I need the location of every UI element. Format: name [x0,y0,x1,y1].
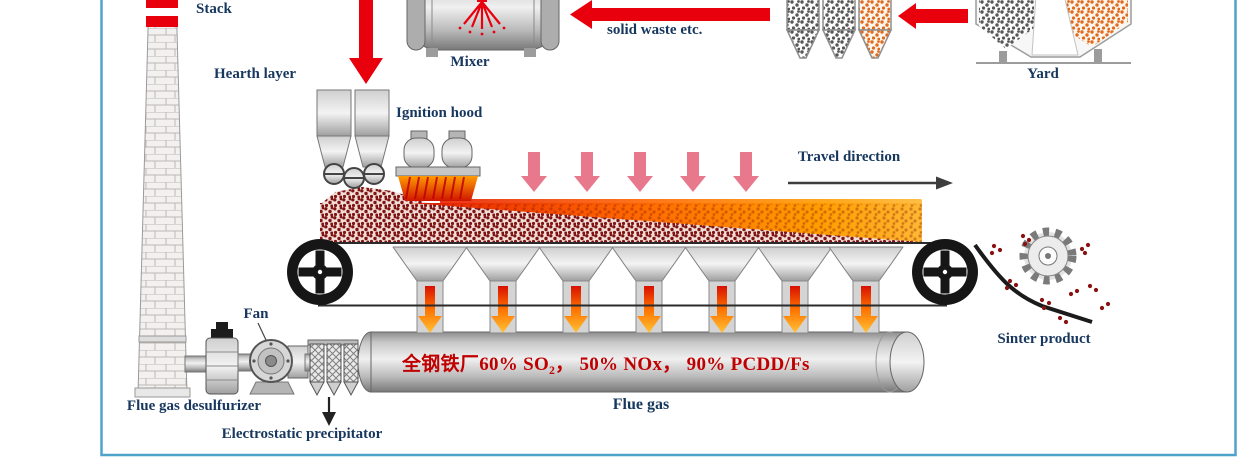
flue-gas-duct [357,331,925,393]
left-pulley [287,239,353,305]
fan-label: Fan [243,306,269,322]
frame-border [100,0,1237,457]
flue-gas-label: Flue gas [613,396,669,413]
ignition-hood-label: Ignition hood [396,105,483,121]
mixer-spray-icon [458,0,506,36]
wind-boxes [392,246,904,334]
flue-gas-desulfurizer-unit [205,322,239,395]
crusher-gear-icon [1019,227,1077,285]
duct-emissions-text: 全钢铁厂60% SO₂， 50% NOx， 90% PCDD/Fs [401,352,810,375]
ignition-hood-unit [395,130,481,201]
suction-arrows [521,152,759,192]
yard-label: Yard [1027,66,1059,82]
stack-chimney [134,0,191,398]
sinter-product-label: Sinter product [997,331,1090,347]
sinter-particles [989,233,1111,325]
arrow-bins-to-mixer [570,0,770,29]
proportioning-bins [785,0,893,59]
electrostatic-precipitator-label: Electrostatic precipitator [222,426,383,442]
fan-leader-line [257,322,267,341]
mixer-unit [406,0,560,57]
travel-direction-label: Travel direction [798,149,901,165]
solid-waste-label: solid waste etc. [607,22,703,38]
flue-gas-desulfurizer-label: Flue gas desulfurizer [127,398,261,414]
hearth-layer-label: Hearth layer [214,66,296,82]
yard-stockpiles [975,0,1132,64]
stack-label: Stack [196,1,232,17]
electrostatic-precipitator-unit [307,339,359,397]
sinter-product-area [973,227,1111,325]
arrow-mixer-to-hoppers [349,0,383,84]
sinter-bed [318,187,947,307]
feed-hoppers [316,89,390,189]
esp-pointer-arrow [322,397,336,426]
right-pulley [912,239,978,305]
mixer-label: Mixer [450,54,489,70]
travel-direction-arrow [788,176,953,190]
fan-unit [249,339,309,395]
arrow-yard-to-bins [898,3,968,29]
